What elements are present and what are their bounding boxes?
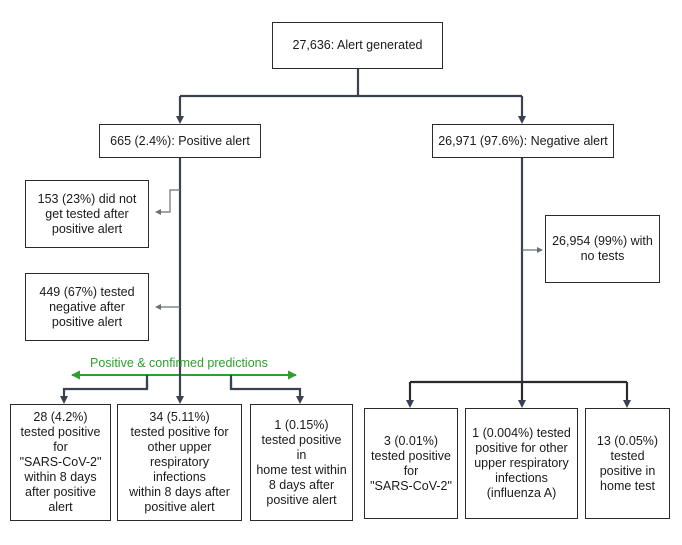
negative-outcome-home-test-label: 13 (0.05%) tested positive in home test <box>596 433 659 493</box>
root-box: 27,636: Alert generated <box>272 22 443 69</box>
negative-alert-box: 26,971 (97.6%): Negative alert <box>432 124 614 158</box>
no-tests-label: 26,954 (99%) with no tests <box>552 234 653 263</box>
negative-alert-label: 26,971 (97.6%): Negative alert <box>438 133 608 148</box>
negative-outcome-sars: 3 (0.01%) tested positive for "SARS-CoV-… <box>364 408 458 519</box>
positive-alert-label: 665 (2.4%): Positive alert <box>110 133 250 148</box>
positive-outcome-sars: 28 (4.2%) tested positive for "SARS-CoV-… <box>10 404 111 521</box>
no-tests-box: 26,954 (99%) with no tests <box>545 215 660 283</box>
positive-outcome-other-uri-label: 34 (5.11%) tested positive for other upp… <box>129 410 230 514</box>
not-tested-box: 153 (23%) did not get tested after posit… <box>25 180 149 248</box>
negative-outcome-influenza: 1 (0.004%) tested positive for other upp… <box>465 408 578 519</box>
tested-negative-label: 449 (67%) tested negative after positive… <box>39 284 135 329</box>
negative-outcome-sars-label: 3 (0.01%) tested positive for "SARS-CoV-… <box>370 433 452 493</box>
confirmed-predictions-label: Positive & confirmed predictions <box>90 356 268 370</box>
root-label: 27,636: Alert generated <box>292 38 423 52</box>
positive-alert-box: 665 (2.4%): Positive alert <box>99 124 261 158</box>
negative-outcome-influenza-label: 1 (0.004%) tested positive for other upp… <box>472 426 571 500</box>
positive-outcome-sars-label: 28 (4.2%) tested positive for "SARS-CoV-… <box>19 410 102 514</box>
positive-outcome-home-test: 1 (0.15%) tested positive in home test w… <box>250 404 353 521</box>
tested-negative-box: 449 (67%) tested negative after positive… <box>25 273 149 341</box>
positive-outcome-home-test-label: 1 (0.15%) tested positive in home test w… <box>256 417 347 507</box>
not-tested-label: 153 (23%) did not get tested after posit… <box>37 191 137 236</box>
positive-outcome-other-uri: 34 (5.11%) tested positive for other upp… <box>117 404 242 521</box>
negative-outcome-home-test: 13 (0.05%) tested positive in home test <box>585 408 670 519</box>
